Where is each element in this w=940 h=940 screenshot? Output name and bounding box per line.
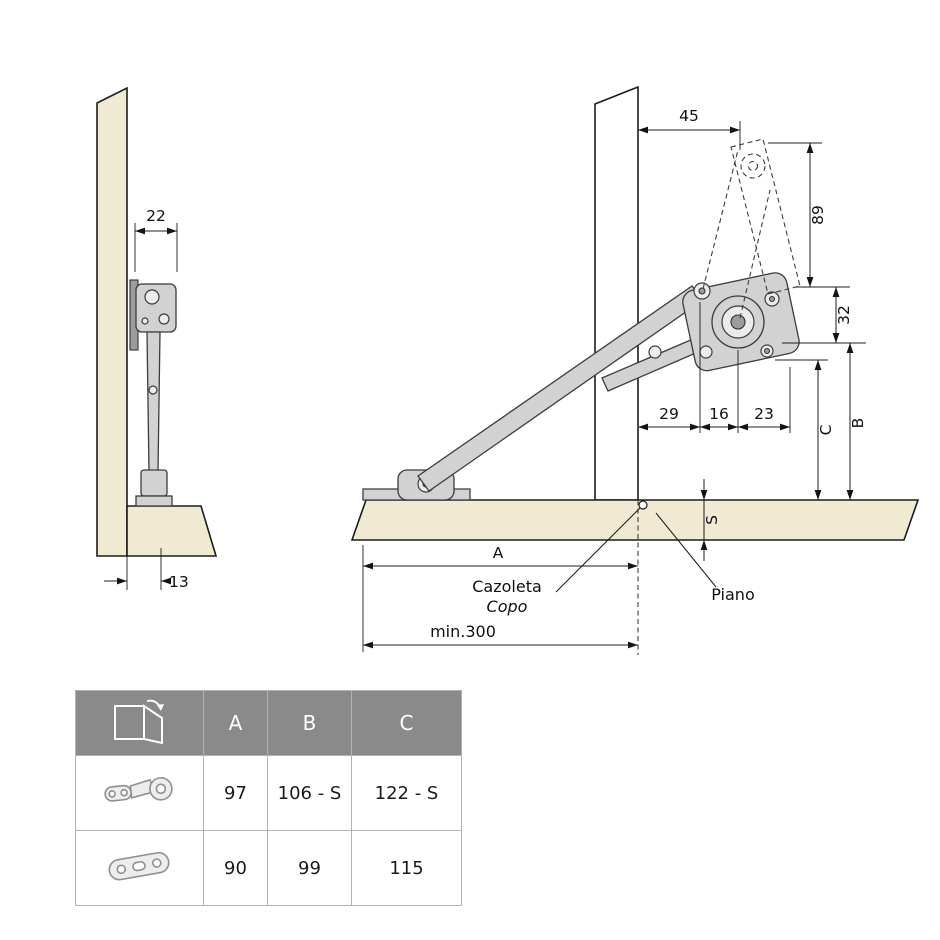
- cup-callout: Cazoleta Copo: [472, 500, 648, 616]
- dim-32-label: 32: [835, 305, 853, 325]
- left-vertical-panel: [96, 86, 128, 557]
- cell-C: 122 - S: [351, 755, 462, 831]
- dim-13-label: 13: [169, 573, 189, 591]
- dim-23-label: 23: [754, 405, 774, 423]
- hinge-closed-mechanism: [129, 279, 177, 507]
- dimension-B: B: [846, 343, 867, 500]
- dimension-32: 32: [782, 287, 866, 344]
- row-icon-cell: [75, 755, 204, 831]
- left-view-closed: 22 13: [96, 86, 218, 591]
- shelf-callout-label: Piano: [711, 585, 754, 604]
- dimension-13: 13: [104, 548, 189, 591]
- cell-C: 115: [351, 830, 462, 906]
- table-header-C: C: [351, 690, 462, 756]
- table-row: 97 106 - S 122 - S: [75, 755, 462, 831]
- dim-89-label: 89: [809, 205, 827, 225]
- dim-16-label: 16: [709, 405, 729, 423]
- bottom-shelf-panel: [350, 499, 920, 541]
- cup-hinge-icon: [103, 776, 173, 802]
- right-vertical-panel: [594, 85, 639, 501]
- dim-S-label: S: [703, 515, 721, 525]
- cell-B: 99: [267, 830, 352, 906]
- table-header-A: A: [203, 690, 268, 756]
- flap-door-icon: [113, 699, 164, 744]
- table-header-row: A B C: [75, 690, 462, 756]
- cell-B: 106 - S: [267, 755, 352, 831]
- cell-A: 97: [203, 755, 268, 831]
- door-open-dashed-outline: [702, 138, 801, 319]
- stay-housing: [682, 272, 800, 372]
- dim-min300-label: min.300: [430, 622, 496, 641]
- flap-stay-diagram: 22 13: [96, 85, 920, 655]
- dim-22-label: 22: [146, 207, 166, 225]
- table-row: 90 99 115: [75, 830, 462, 906]
- main-arm: [417, 285, 704, 492]
- dim-29-label: 29: [659, 405, 679, 423]
- dimension-29-16-23: 29 16 23: [638, 302, 791, 433]
- dim-45-label: 45: [679, 107, 699, 125]
- table-header-icon-cell: [75, 690, 204, 756]
- dimension-min300: min.300: [363, 622, 638, 649]
- dim-A-label: A: [493, 544, 504, 562]
- dimension-89: 89: [768, 142, 850, 288]
- dimension-45: 45: [638, 107, 741, 150]
- cup-callout-line2: Copo: [487, 597, 528, 616]
- dim-B-label: B: [849, 418, 867, 429]
- shelf-callout: Piano: [655, 512, 755, 604]
- table-header-B: B: [267, 690, 352, 756]
- right-view-open: 45 89 32: [350, 85, 920, 655]
- cup-callout-line1: Cazoleta: [472, 577, 542, 596]
- lift-mechanism: [362, 138, 801, 501]
- cell-A: 90: [203, 830, 268, 906]
- mounting-plate-icon: [108, 851, 170, 880]
- dimension-C: C: [775, 359, 864, 501]
- row-icon-cell: [75, 830, 204, 906]
- left-bottom-panel: [126, 505, 218, 557]
- dimension-A: A: [362, 544, 638, 652]
- dimensions-table: A B C 97 106 - S 122 - S: [75, 690, 462, 906]
- dim-C-label: C: [817, 425, 835, 436]
- dimension-S: S: [700, 479, 721, 561]
- dimension-22: 22: [134, 207, 178, 272]
